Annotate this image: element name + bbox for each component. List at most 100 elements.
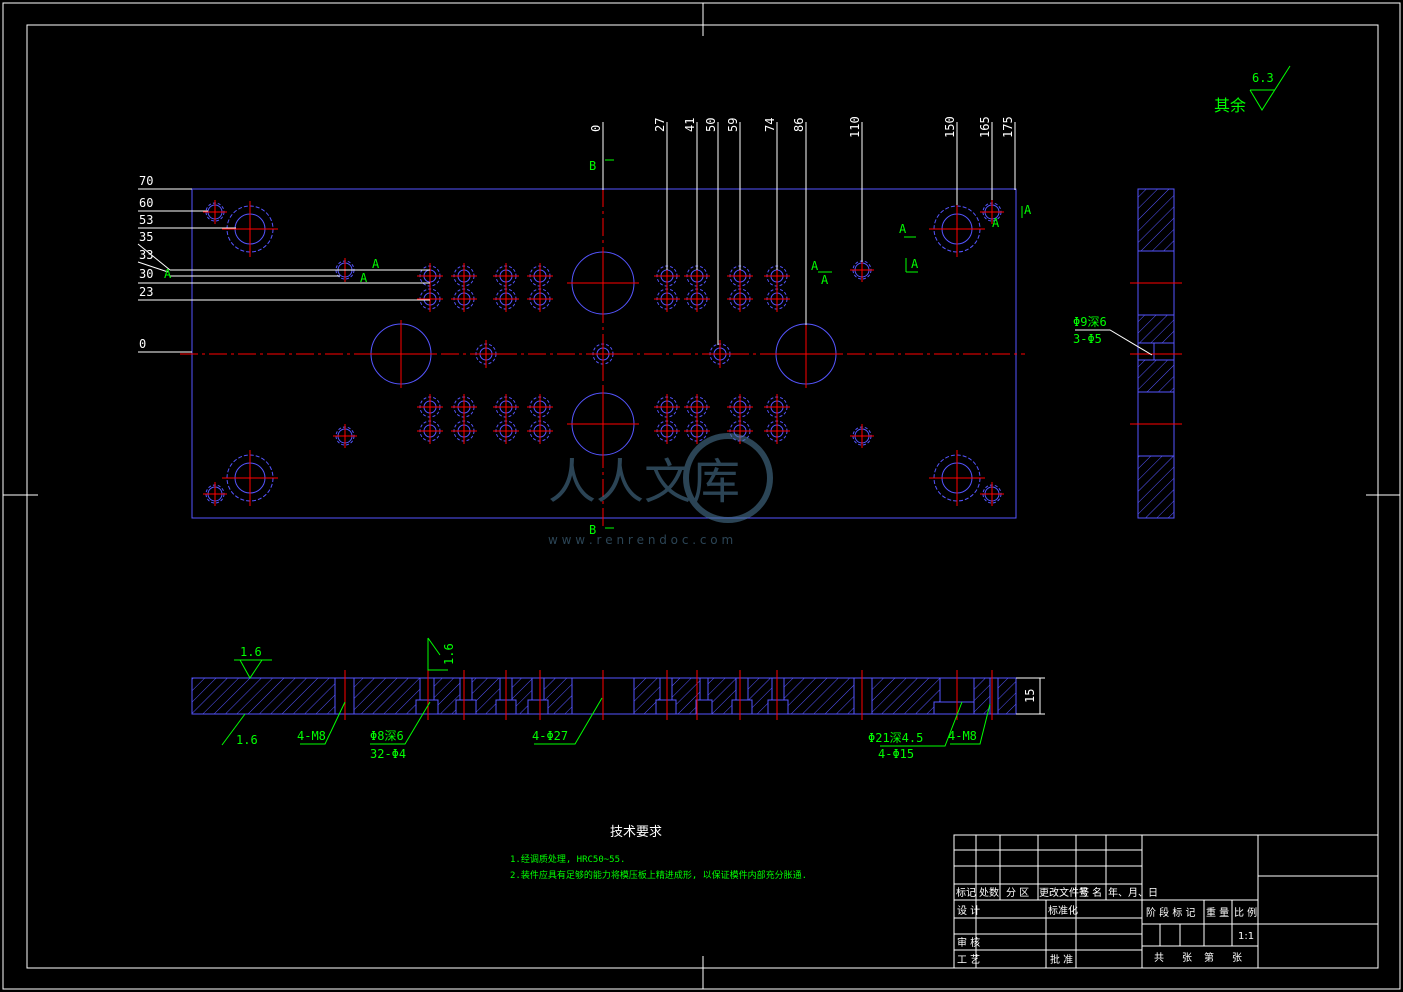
tb-weight: 重 量 [1206,906,1229,919]
section-pocket [455,699,477,715]
tb-design: 设 计 [957,904,980,917]
dim-top-165: 165 [978,116,992,138]
section-hatch-band [511,677,533,715]
section-a-2: A [360,271,368,285]
section-step [933,701,975,715]
tb-process: 工 艺 [957,954,980,966]
dim-thickness: 15 [1023,689,1037,703]
roughness-counterbore-value: 1.6 [442,643,456,665]
dim-top-50: 50 [704,118,718,132]
left-dimension-labels: 70 60 53 35 33 30 23 0 [139,174,153,351]
centerlines [180,160,1025,530]
section-a-4: A [811,259,819,273]
section-b-top: B [589,159,596,173]
dim-top-175: 175 [1001,116,1015,138]
tb-scale-value: 1:1 [1238,931,1254,942]
section-pocket [527,699,549,715]
dim-top-0: 0 [589,125,603,132]
top-dimension-labels: 0 27 41 50 59 74 86 110 150 165 175 [589,116,1015,138]
dim-left-23: 23 [139,285,153,299]
section-a-3: A [164,267,172,281]
tb-sign: 签 名 [1079,886,1102,899]
section-a-6: A [911,257,919,271]
callout-phi21: Φ21深4.5 [868,731,923,745]
watermark-logo-text: 人人文库 [548,454,740,510]
section-pocket [655,699,677,715]
left-dimension-lines [137,188,430,353]
section-hatch-band [191,677,336,715]
callout-m8-right: 4-M8 [948,729,977,743]
tb-approve: 批 准 [1050,953,1073,966]
side-section-view: Φ9深6 3-Φ5 [1073,188,1182,519]
section-b-bottom: B [589,523,596,537]
dim-left-0: 0 [139,337,146,351]
tb-doc-no: 更改文件号 [1039,886,1089,899]
tb-date: 年、月、日 [1108,886,1158,899]
dim-left-35: 35 [139,230,153,244]
dim-left-33: 33 [139,248,153,262]
dim-top-59: 59 [726,118,740,132]
tb-mark: 标记 [956,887,976,899]
roughness-top-value: 1.6 [240,645,262,659]
callout-phi15: 4-Φ15 [878,747,914,761]
bottom-section-view: 15 [191,670,1045,720]
section-pocket [731,699,753,715]
section-hatch-band [783,677,855,715]
tech-req-line2: 2.装件应具有足够的能力将模压板上精进成形, 以保证模件内部充分胀通. [510,869,807,881]
watermark: 人人文库 w w w . r e n r e n d o c . c o m [548,433,773,547]
tb-count: 处数 [979,886,999,899]
tb-stage-mark: 阶 段 标 记 [1146,906,1196,919]
dim-left-60: 60 [139,196,153,210]
tech-req-title: 技术要求 [610,825,662,840]
dim-top-27: 27 [653,118,667,132]
section-hatch-band [471,677,501,715]
section-hatch-band [671,677,701,715]
section-hatch-band [997,677,1017,715]
tb-scale: 比 例 [1234,906,1257,919]
dim-top-41: 41 [683,118,697,132]
dim-top-74: 74 [763,118,777,132]
title-block-text: 标记 处数 分 区 更改文件号 签 名 年、月、日 设 计 标准化 阶 段 标 … [956,886,1257,966]
section-pocket [767,699,789,715]
tb-total: 共 [1154,952,1164,964]
tech-req-line1: 1.经调质处理, HRC50~55. [510,853,625,865]
tb-review: 审 核 [957,936,980,949]
tb-sheet: 张 [1232,952,1242,964]
section-a-8: A [992,216,1000,230]
bottom-leaders [300,697,991,747]
section-pocket [695,699,713,715]
section-hatch-band [707,677,737,715]
section-a-5: A [821,273,829,287]
section-hatch-band [543,677,573,715]
section-hatch-band [871,677,941,715]
tb-zone: 分 区 [1006,887,1029,899]
dim-left-30: 30 [139,267,153,281]
roughness-rest-value: 6.3 [1252,71,1274,85]
callout-phi4: 32-Φ4 [370,747,406,761]
tb-no: 第 [1204,951,1214,964]
section-a-9: A [1024,203,1032,217]
watermark-url: w w w . r e n r e n d o c . c o m [548,533,733,547]
callout-phi27: 4-Φ27 [532,729,568,743]
roughness-section [221,637,448,746]
tb-sheets: 张 [1182,952,1192,964]
callout-phi8: Φ8深6 [370,729,404,743]
side-callout-counterbore: Φ9深6 [1073,315,1107,329]
roughness-rest: 其余 6.3 [1214,65,1291,115]
section-marks: B B A A A A A A A A A [164,159,1032,537]
roughness-bottom-value: 1.6 [236,733,258,747]
dim-left-53: 53 [139,213,153,227]
dim-top-110: 110 [848,116,862,138]
top-dimension-lines [602,122,1016,345]
section-a-1: A [372,257,380,271]
title-block [953,834,1379,969]
tb-standardize: 标准化 [1048,904,1078,917]
roughness-rest-label: 其余 [1214,96,1246,115]
section-a-7: A [899,222,907,236]
dim-left-70: 70 [139,174,153,188]
dim-top-86: 86 [792,118,806,132]
side-callout-holes: 3-Φ5 [1073,332,1102,346]
section-hatch-band [973,677,991,715]
